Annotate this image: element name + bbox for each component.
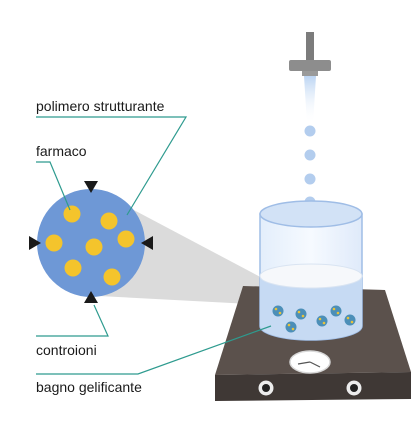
counterion-triangle-top: [84, 181, 98, 193]
drug-particle: [85, 238, 103, 256]
drug-particle: [45, 234, 63, 252]
stirrer-knob-left: [258, 380, 274, 396]
drug-particle: [100, 212, 118, 230]
drug-particle: [63, 205, 81, 223]
gel-bead: [330, 305, 342, 317]
gel-beads: [272, 305, 356, 333]
leader-counterions: [36, 304, 109, 337]
gel-bead: [316, 315, 328, 327]
leader-lines: [36, 116, 272, 375]
gel-bead: [344, 314, 356, 326]
beaker-liquid: [260, 276, 362, 340]
drug-particle: [117, 230, 135, 248]
label-polymer: polimero strutturante: [36, 98, 165, 114]
drug-particle: [64, 259, 82, 277]
magnified-bead: [29, 181, 153, 303]
beaker: [259, 200, 363, 341]
leader-drug: [36, 161, 71, 211]
counterion-triangle-bottom: [84, 291, 98, 303]
nozzle: [289, 32, 331, 124]
gel-bead: [285, 321, 297, 333]
droplet: [304, 125, 316, 137]
droplet: [304, 149, 316, 161]
drug-particle: [103, 268, 121, 286]
droplet: [304, 173, 316, 185]
counterion-triangle-left: [29, 236, 41, 250]
magnifier-cone: [98, 191, 268, 305]
leader-polymer: [36, 116, 188, 216]
counterion-markers: [29, 181, 153, 303]
gel-bead: [295, 308, 307, 320]
counterion-triangle-right: [141, 236, 153, 250]
label-bath: bagno gelificante: [36, 379, 142, 395]
leader-bath: [36, 325, 272, 375]
label-counterions: controioni: [36, 342, 97, 358]
stirrer-knob-right: [346, 380, 362, 396]
stirrer-dial: [289, 350, 331, 374]
drug-particles: [45, 205, 135, 286]
gel-bead: [272, 305, 284, 317]
label-drug: farmaco: [36, 143, 87, 159]
